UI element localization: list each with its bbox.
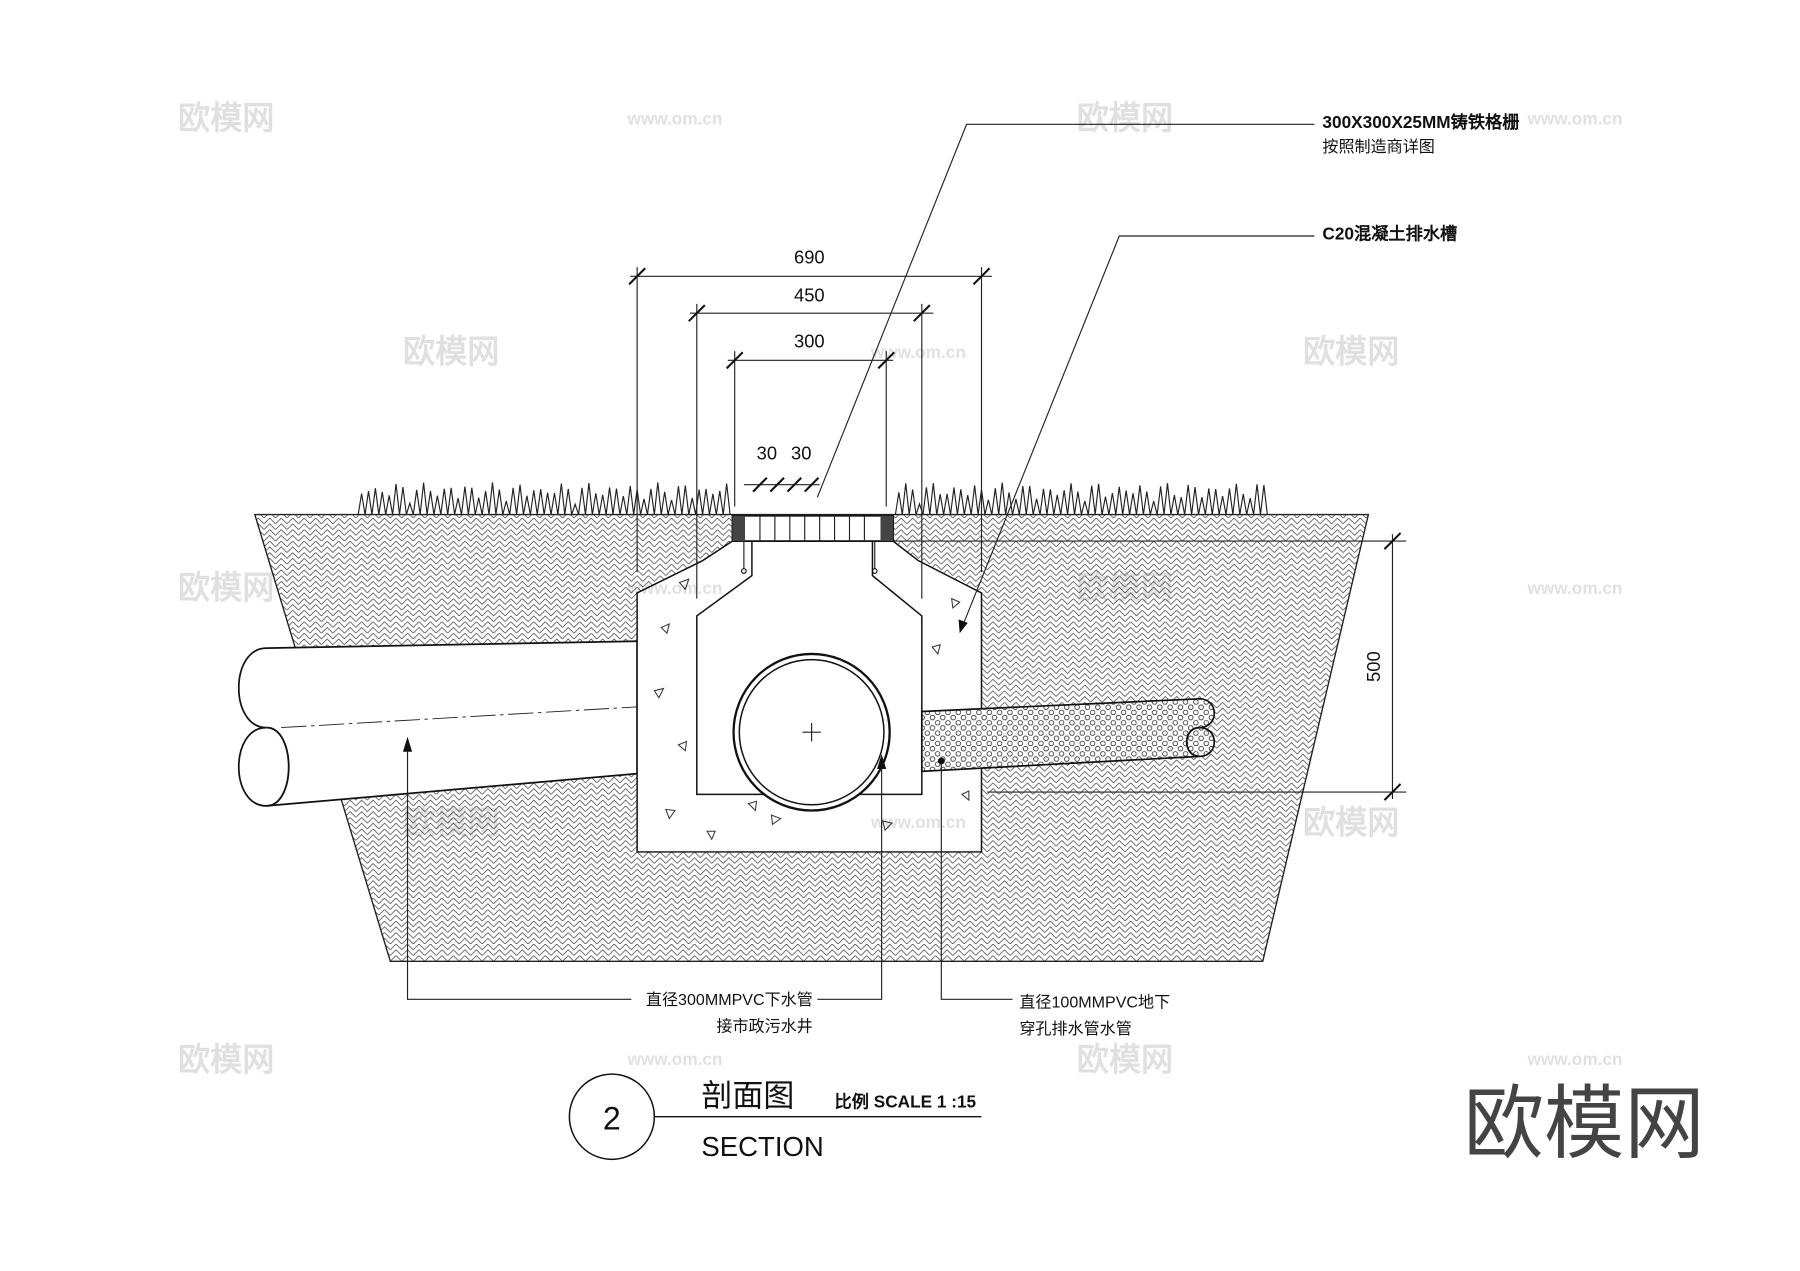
watermark-logo: 欧模网	[1303, 334, 1399, 370]
dim-500-text: 500	[1363, 651, 1384, 682]
title-en: SECTION	[701, 1131, 823, 1162]
title-scale: 比例 SCALE 1 :15	[835, 1091, 977, 1111]
main-pipe-label-line2: 接市政污水井	[716, 1018, 812, 1036]
watermark-site: www.om.cn	[870, 342, 966, 362]
watermark-logo: 欧模网	[178, 1042, 274, 1078]
grass-left	[357, 482, 731, 515]
watermark-site: www.om.cn	[627, 578, 723, 598]
channel-leader-arrow	[958, 619, 968, 634]
dim-690-ticks	[628, 267, 991, 286]
main-pipe-body	[238, 640, 638, 807]
drawing-number: 2	[603, 1100, 621, 1136]
dim-690-text: 690	[794, 247, 825, 268]
dim-30-right-text: 30	[791, 442, 811, 463]
grating-leader	[816, 123, 1315, 498]
channel-label: C20混凝土排水槽	[1322, 223, 1457, 243]
dim-450-ticks	[688, 304, 931, 322]
watermark-logo: 欧模网	[1077, 1042, 1173, 1078]
drain-pipe-label-line1: 直径100MMPVC地下	[1019, 993, 1170, 1011]
watermark-layer: 欧模网 欧模网 欧模网 欧模网 欧模网 欧模网 欧模网 欧模网 欧模网 欧模网 …	[178, 100, 1623, 1078]
dim-450-line	[689, 303, 934, 599]
grating-bars	[759, 515, 865, 542]
dim-300-line	[727, 351, 894, 507]
dim-30-ticks	[752, 477, 820, 493]
perforated-pipe-body	[920, 697, 1215, 773]
main-pipe-leader-arrow-left	[402, 736, 413, 752]
main-pipe-label-line1: 直径300MMPVC下水管	[646, 991, 813, 1009]
watermark-site: www.om.cn	[627, 108, 723, 128]
grating-label-line2: 按照制造商详图	[1322, 138, 1434, 156]
dim-300-ticks	[725, 351, 895, 370]
watermark-site: www.om.cn	[627, 1049, 723, 1069]
title-cn: 剖面图	[701, 1078, 794, 1113]
drain-pipe-leader-dot	[937, 757, 945, 765]
grating-frame-left	[732, 515, 746, 542]
main-pipe-end-curve	[266, 726, 290, 807]
pipe-center-mark	[802, 722, 821, 742]
grass-right	[894, 482, 1268, 515]
main-pipe-centerline	[281, 706, 638, 729]
watermark-site: www.om.cn	[1527, 108, 1623, 128]
dim-690-line	[630, 267, 992, 573]
watermark-logo: 欧模网	[1077, 100, 1173, 136]
dim-30-left-text: 30	[757, 442, 777, 463]
drain-pipe-label-line2: 穿孔排水管水管	[1019, 1020, 1131, 1038]
concrete-aggregate	[653, 578, 970, 841]
dim-450-text: 450	[794, 285, 825, 306]
watermark-logo-large: 欧模网	[1464, 1079, 1705, 1169]
grating-frame-right	[880, 515, 894, 542]
watermark-site: www.om.cn	[1527, 1049, 1623, 1069]
dim-500-line	[893, 534, 1407, 799]
watermark-logo: 欧模网	[1303, 804, 1399, 840]
cast-iron-grating	[731, 514, 894, 542]
dim-300-text: 300	[794, 331, 825, 352]
watermark-logo: 欧模网	[1077, 570, 1173, 606]
main-pipe-leader	[406, 746, 883, 1000]
anchor-end	[871, 568, 878, 574]
anchor-end	[741, 568, 747, 574]
main-pipe-leader-arrow-right	[877, 754, 887, 770]
watermark-logo: 欧模网	[403, 804, 499, 840]
drain-pipe-leader	[940, 762, 1013, 1000]
dim-500-ticks	[1383, 532, 1402, 801]
channel-leader	[961, 235, 1315, 628]
grating-anchors	[743, 541, 876, 569]
watermark-logo: 欧模网	[403, 334, 499, 370]
perforated-pipe-end-curve	[1185, 726, 1200, 758]
watermark-logo: 欧模网	[178, 100, 274, 136]
watermark-site: www.om.cn	[1527, 578, 1623, 598]
grating-label-line1: 300X300X25MM铸铁格栅	[1322, 112, 1519, 132]
watermark-site: www.om.cn	[870, 812, 966, 832]
watermark-logo: 欧模网	[178, 570, 274, 606]
